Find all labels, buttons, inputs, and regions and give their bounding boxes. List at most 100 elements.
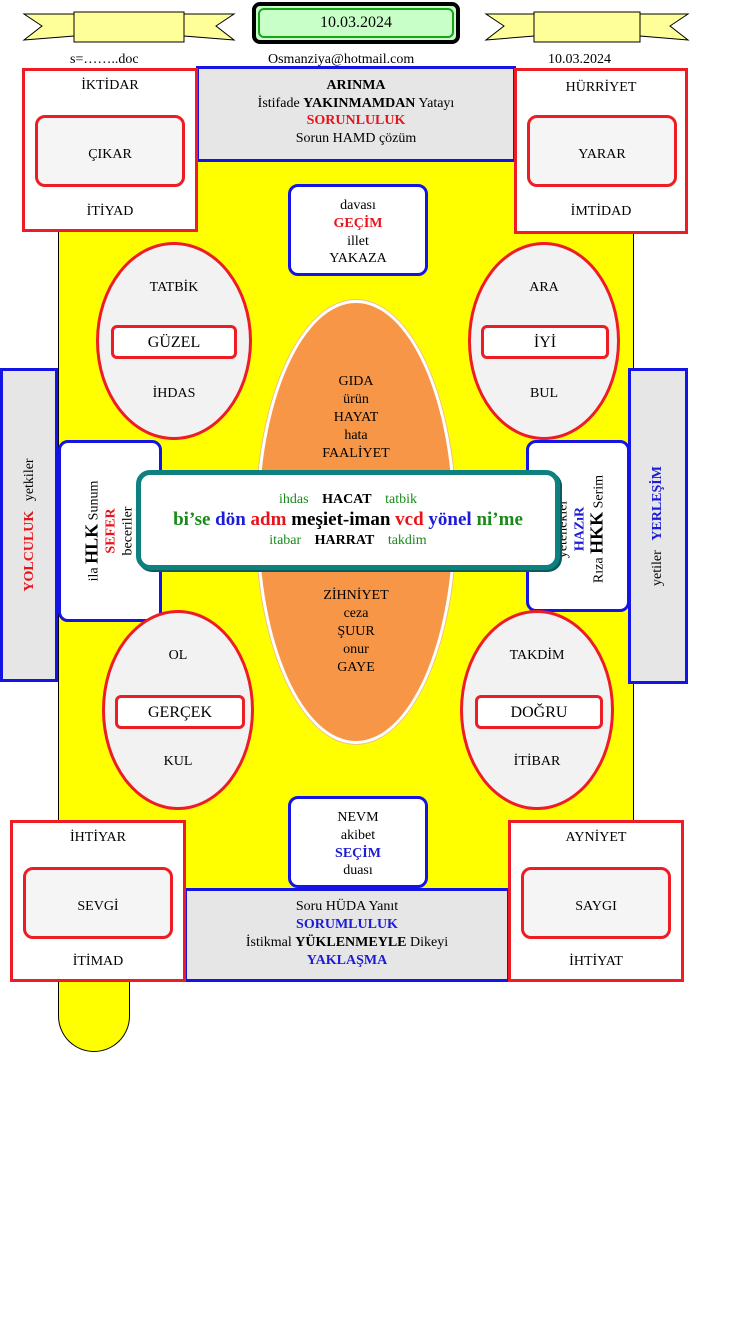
center-word-4: meşiet-iman bbox=[291, 509, 391, 530]
bottom-center-line4: duası bbox=[343, 863, 373, 878]
center-row3-right: takdim bbox=[387, 533, 427, 548]
bottom-center-line3: SEÇİM bbox=[335, 846, 381, 861]
corner-top-left-top: İKTİDAR bbox=[81, 78, 139, 93]
bottom-box-line4: YAKLAŞMA bbox=[306, 953, 388, 968]
corner-bottom-left-center: SEVGİ bbox=[77, 899, 119, 914]
file-label: s=……..doc bbox=[70, 52, 139, 67]
top-center-line4: YAKAZA bbox=[329, 251, 387, 266]
ellipse-bottom-left: OL GERÇEK KUL bbox=[102, 610, 254, 810]
bottom-box-line1: Soru HÜDA Yanıt bbox=[295, 899, 399, 914]
ellipse-bottom-right: TAKDİM DOĞRU İTİBAR bbox=[460, 610, 614, 810]
oval-top-line5: FAALİYET bbox=[322, 446, 390, 461]
mid-left-c: Sunum bbox=[86, 480, 102, 521]
corner-bottom-left: İHTİYAR SEVGİ İTİMAD bbox=[10, 820, 186, 982]
center-row3: itabar HARRAT takdim bbox=[141, 532, 555, 549]
center-row1-mid: HACAT bbox=[322, 492, 372, 507]
center-box: ihdas HACAT tatbik bi’se dön adm meşiet-… bbox=[136, 470, 560, 570]
oval-top-line2: ürün bbox=[343, 392, 369, 407]
bottom-box: Soru HÜDA Yanıt SORUMLULUK İstikmal YÜKL… bbox=[184, 888, 510, 982]
side-left-title: YOLCULUK bbox=[22, 510, 37, 592]
side-right-box: yetiler YERLEŞİM bbox=[628, 368, 688, 684]
corner-bottom-left-top: İHTİYAR bbox=[70, 830, 126, 845]
bottom-box-line3: İstikmal YÜKLENMEYLE Dikeyi bbox=[245, 935, 449, 950]
top-box-title: ARINMA bbox=[326, 78, 386, 93]
oval-bottom-line3: ŞUUR bbox=[337, 624, 375, 639]
bottom-center-line2: akibet bbox=[340, 828, 376, 843]
mid-left-e: beceriler bbox=[120, 506, 136, 556]
center-word-6: yönel bbox=[428, 509, 472, 530]
center-row1-right: tatbik bbox=[385, 492, 417, 507]
top-center-box: davası GEÇİM illet YAKAZA bbox=[288, 184, 428, 276]
corner-bottom-right-center: SAYGI bbox=[575, 899, 617, 914]
top-center-line1: davası bbox=[340, 198, 376, 213]
oval-top-line3: HAYAT bbox=[333, 410, 379, 425]
date-box-text: 10.03.2024 bbox=[320, 14, 392, 31]
ellipse-tl-center: GÜZEL bbox=[147, 334, 201, 351]
center-row3-mid: HARRAT bbox=[314, 533, 375, 548]
oval-top-line1: GIDA bbox=[338, 374, 374, 389]
oval-bottom-line5: GAYE bbox=[337, 660, 375, 675]
side-right-sub: yetiler bbox=[650, 550, 665, 586]
center-word-5: vcd bbox=[395, 509, 424, 530]
ellipse-br-center: DOĞRU bbox=[510, 704, 568, 721]
mid-left-b: HLK bbox=[81, 523, 102, 564]
mid-left-a: ila bbox=[86, 567, 102, 582]
corner-top-right-center: YARAR bbox=[578, 147, 626, 162]
oval-bottom-line1: ZİHNİYET bbox=[323, 588, 389, 603]
side-left-box: YOLCULUK yetkiler bbox=[0, 368, 58, 682]
bottom-center-line1: NEVM bbox=[337, 810, 379, 825]
ellipse-bl-top: OL bbox=[168, 648, 188, 663]
ellipse-bl-bottom: KUL bbox=[163, 754, 193, 769]
ellipse-tr-center: İYİ bbox=[533, 334, 557, 351]
oval-bottom-line4: onur bbox=[343, 642, 369, 657]
center-row2: bi’se dön adm meşiet-iman vcd yönel ni’m… bbox=[141, 508, 555, 532]
corner-top-left-bottom: İTİYAD bbox=[86, 204, 134, 219]
corner-bottom-right-top: AYNİYET bbox=[565, 830, 627, 845]
mid-right-c: Rıza bbox=[591, 557, 607, 584]
oval-top-line4: hata bbox=[344, 428, 368, 443]
center-word-7: ni’me bbox=[476, 509, 523, 530]
mid-right-e: Serim bbox=[591, 474, 607, 509]
email-label: Osmanziya@hotmail.com bbox=[268, 52, 415, 67]
date-right-label: 10.03.2024 bbox=[548, 52, 611, 67]
mid-left-d: SEFER bbox=[103, 508, 119, 554]
ellipse-tr-bottom: BUL bbox=[530, 386, 558, 401]
bottom-box-line2: SORUMLULUK bbox=[296, 917, 398, 932]
bottom-center-box: NEVM akibet SEÇİM duası bbox=[288, 796, 428, 888]
top-center-line3: illet bbox=[347, 234, 369, 249]
ellipse-tr-top: ARA bbox=[529, 280, 559, 295]
mid-right-d: HKK bbox=[586, 511, 607, 554]
ellipse-tl-top: TATBİK bbox=[149, 280, 199, 295]
ellipse-top-right: ARA İYİ BUL bbox=[468, 242, 620, 440]
corner-top-right-bottom: İMTİDAD bbox=[570, 204, 632, 219]
corner-top-right-top: HÜRRİYET bbox=[565, 80, 637, 95]
top-box-line3: SORUNLULUK bbox=[306, 113, 406, 128]
ellipse-br-top: TAKDİM bbox=[509, 648, 565, 663]
banner-left bbox=[22, 10, 236, 46]
top-box-line4: Sorun HAMD çözüm bbox=[295, 131, 417, 146]
ellipse-tl-bottom: İHDAS bbox=[152, 386, 196, 401]
center-word-1: bi’se bbox=[173, 509, 211, 530]
center-word-3: adm bbox=[250, 509, 287, 530]
side-right-title: YERLEŞİM bbox=[650, 466, 665, 541]
center-row1-left: ihdas bbox=[279, 492, 309, 507]
center-row3-left: itabar bbox=[269, 533, 302, 548]
center-row1: ihdas HACAT tatbik bbox=[141, 491, 555, 508]
banner-right bbox=[484, 10, 690, 46]
side-left-sub: yetkiler bbox=[22, 458, 37, 502]
corner-top-right: HÜRRİYET YARAR İMTİDAD bbox=[514, 68, 688, 234]
corner-top-left: İKTİDAR ÇIKAR İTİYAD bbox=[22, 68, 198, 232]
ellipse-bl-center: GERÇEK bbox=[148, 704, 212, 721]
top-center-line2: GEÇİM bbox=[333, 216, 383, 231]
top-box: ARINMA İstifade YAKINMAMDAN Yatayı SORUN… bbox=[196, 66, 516, 162]
corner-bottom-left-bottom: İTİMAD bbox=[72, 954, 124, 969]
ellipse-top-left: TATBİK GÜZEL İHDAS bbox=[96, 242, 252, 440]
corner-bottom-right: AYNİYET SAYGI İHTİYAT bbox=[508, 820, 684, 982]
ellipse-br-bottom: İTİBAR bbox=[513, 754, 561, 769]
oval-bottom-line2: ceza bbox=[343, 606, 369, 621]
top-box-line2: İstifade YAKINMAMDAN Yatayı bbox=[257, 96, 455, 111]
center-word-2: dön bbox=[215, 509, 246, 530]
corner-top-left-center: ÇIKAR bbox=[88, 147, 132, 162]
date-box: 10.03.2024 bbox=[252, 2, 460, 44]
corner-bottom-right-bottom: İHTİYAT bbox=[569, 954, 623, 969]
